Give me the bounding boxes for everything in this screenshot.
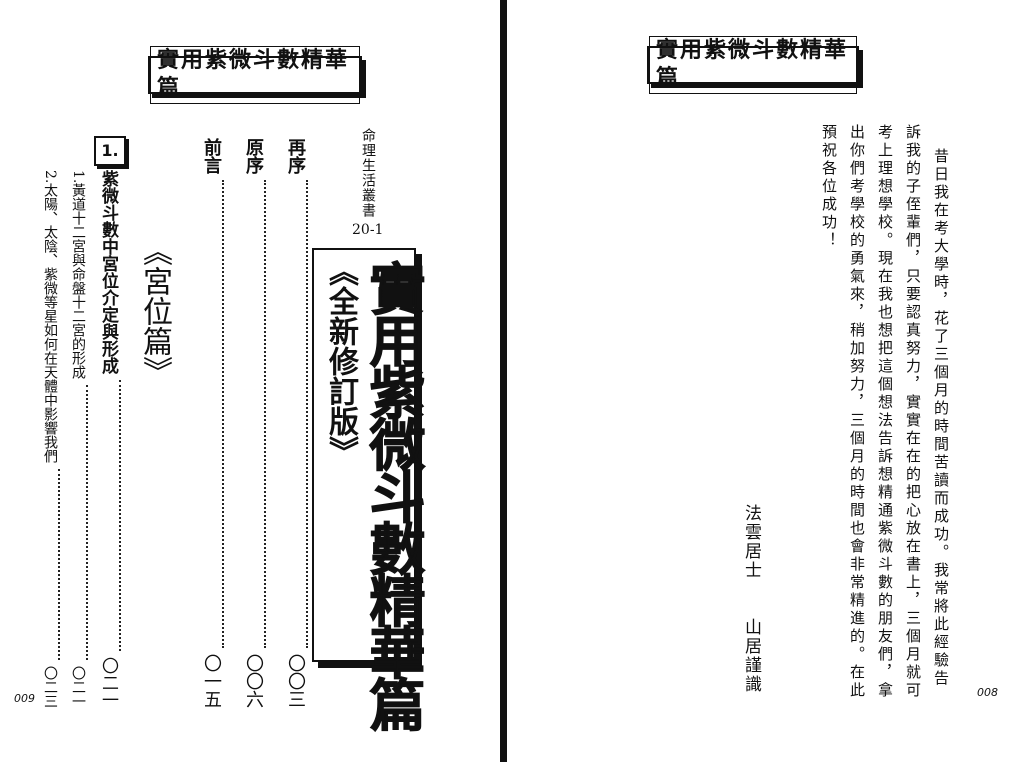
toc-page: 〇二三 bbox=[42, 666, 58, 708]
toc-page: 〇二一 bbox=[70, 666, 86, 708]
signature-note: 山居謹識 bbox=[741, 618, 761, 694]
chapter-title: 紫微斗數中宮位介定與形成 bbox=[98, 170, 118, 374]
running-header-text: 實用紫微斗數精華篇 bbox=[649, 36, 857, 94]
cover-title: 實用紫微斗數精華篇 bbox=[360, 260, 426, 729]
running-header: 實用紫微斗數精華篇 bbox=[148, 46, 362, 104]
dot-leader bbox=[119, 380, 121, 651]
toc-section-2[interactable]: 2.太陽、太陰、紫微等星如何在天體中影響我們 〇二三 bbox=[40, 170, 60, 708]
page-number-left: 009 bbox=[14, 692, 35, 705]
running-header: 實用紫微斗數精華篇 bbox=[647, 36, 859, 94]
chapter-number-box: 1. bbox=[94, 136, 126, 166]
series-name: 命理生活叢書 bbox=[360, 128, 376, 218]
part-title: 《宮位篇》 bbox=[137, 236, 172, 386]
toc-label: 前言 bbox=[201, 138, 222, 174]
cover-subtitle: 《全新修訂版》 bbox=[323, 256, 358, 466]
toc-page: 〇〇三 bbox=[285, 654, 306, 708]
dot-leader bbox=[264, 180, 266, 648]
cover-title-box: 實用紫微斗數精華篇 《全新修訂版》 bbox=[312, 248, 426, 729]
toc-chapter-1[interactable]: 紫微斗數中宮位介定與形成 〇二一 bbox=[96, 170, 121, 708]
section-label: 1.黃道十二宮與命盤十二宮的形成 bbox=[70, 170, 86, 380]
toc-page: 〇〇六 bbox=[243, 654, 264, 708]
left-page: 實用紫微斗數精華篇 命理生活叢書 20-1 實用紫微斗數精華篇 《全新修訂版》 … bbox=[0, 0, 500, 762]
body-line-3: 考上理想學校。現在我也想把這個想法告訴想精通紫微斗數的朋友們，拿 bbox=[876, 124, 894, 700]
dot-leader bbox=[306, 180, 308, 648]
dot-leader bbox=[58, 469, 60, 660]
body-line-4: 出你們考學校的勇氣來，稍加努力，三個月的時間也會非常精進的。在此 bbox=[848, 124, 866, 700]
toc-label: 原序 bbox=[243, 138, 264, 174]
right-page: 實用紫微斗數精華篇 昔日我在考大學時，花了三個月的時間苦讀而成功。我常將此經驗告… bbox=[507, 0, 1024, 762]
running-header-text: 實用紫微斗數精華篇 bbox=[150, 46, 360, 104]
body-line-5: 預祝各位成功！ bbox=[820, 124, 838, 250]
toc-item-yuan-xu[interactable]: 原序 〇〇六 bbox=[240, 138, 266, 708]
book-spine bbox=[500, 0, 507, 762]
body-line-1: 昔日我在考大學時，花了三個月的時間苦讀而成功。我常將此經驗告 bbox=[932, 148, 950, 688]
toc-item-zai-xu[interactable]: 再序 〇〇三 bbox=[282, 138, 308, 708]
series-number: 20-1 bbox=[352, 222, 384, 238]
body-line-2: 訴我的子侄輩們，只要認真努力，實實在在的把心放在書上，三個月就可 bbox=[904, 124, 922, 700]
toc-item-qian-yan[interactable]: 前言 〇一五 bbox=[198, 138, 224, 708]
dot-leader bbox=[222, 180, 224, 648]
dot-leader bbox=[86, 385, 88, 660]
signature-name: 法雲居士 bbox=[741, 504, 761, 580]
toc-page: 〇二一 bbox=[98, 657, 118, 708]
toc-label: 再序 bbox=[285, 138, 306, 174]
toc-page: 〇一五 bbox=[201, 654, 222, 708]
section-label: 2.太陽、太陰、紫微等星如何在天體中影響我們 bbox=[42, 170, 58, 464]
toc-section-1[interactable]: 1.黃道十二宮與命盤十二宮的形成 〇二一 bbox=[68, 170, 88, 708]
page-number-right: 008 bbox=[977, 686, 998, 699]
